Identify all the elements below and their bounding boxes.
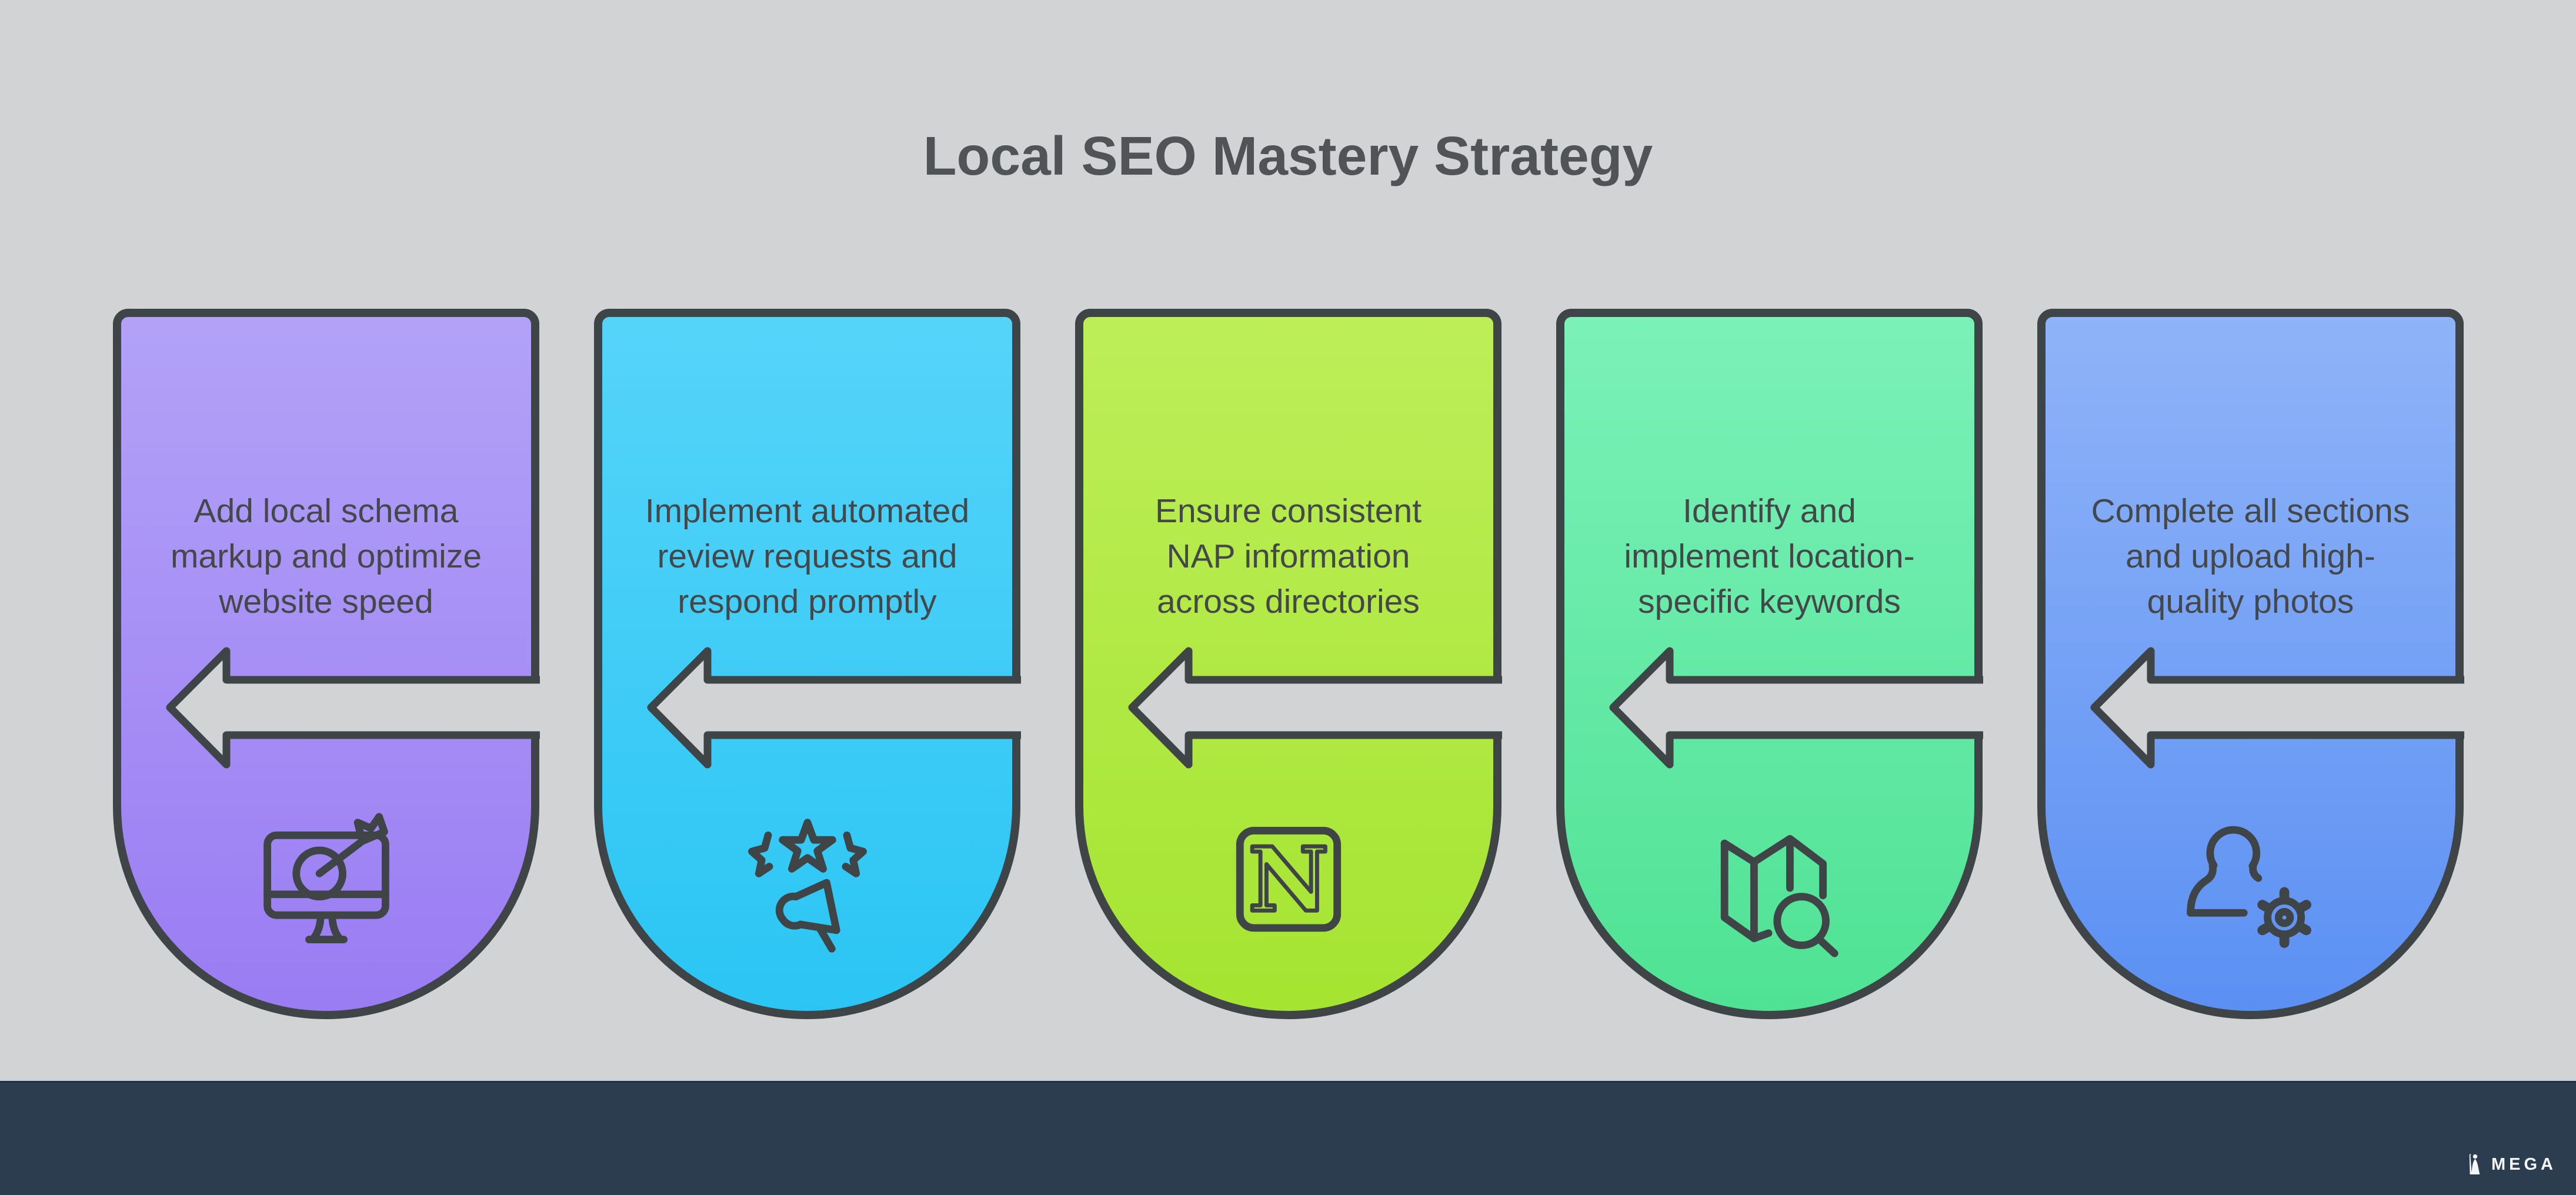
page-title: Local SEO Mastery Strategy [923,125,1653,186]
footer-separator-light [0,1078,2576,1081]
footer-separator-dark [0,1081,2576,1083]
user-gear-icon [2186,826,2311,948]
card-shape: Implement automated review requests and … [594,309,1020,1019]
review-stars-megaphone-icon [748,819,867,953]
strategy-card-4: Identify and implement location- specifi… [1556,309,2037,1019]
monitor-target-icon [263,813,389,943]
letter-n-badge-icon: N [1236,826,1341,934]
card-shape: Ensure consistent NAP information across… [1075,309,1501,1019]
card-shape: Add local schema markup and optimize web… [113,309,539,1019]
strategy-card-5: Complete all sections and upload high- q… [2037,309,2518,1019]
footer-background: MEGA [0,1083,2576,1195]
card-text: Ensure consistent NAP information across… [1154,492,1422,620]
card-text: Identify and implement location- specifi… [1624,492,1915,620]
left-arrow [647,647,1047,769]
card-text: Complete all sections and upload high- q… [2091,492,2410,620]
left-arrow [2090,647,2490,769]
svg-text:N: N [1248,828,1329,932]
strategy-card-1: Add local schema markup and optimize web… [113,309,594,1019]
strategy-card-2: Implement automated review requests and … [594,309,1075,1019]
left-arrow [1128,647,1528,769]
card-shape: Identify and implement location- specifi… [1556,309,1983,1019]
brand-name: MEGA [2491,1154,2557,1174]
left-arrow [1609,647,2009,769]
brand-watermark: MEGA [2463,1151,2557,1177]
card-text: Add local schema markup and optimize web… [170,492,482,620]
map-search-icon [1720,835,1838,957]
card-shape: Complete all sections and upload high- q… [2037,309,2464,1019]
footer-bar: MEGA [0,1078,2576,1195]
statue-logo-icon [2469,1153,2480,1174]
strategy-card-3: Ensure consistent NAP information across… [1075,309,1556,1019]
left-arrow [166,647,566,769]
card-text: Implement automated review requests and … [645,492,970,620]
